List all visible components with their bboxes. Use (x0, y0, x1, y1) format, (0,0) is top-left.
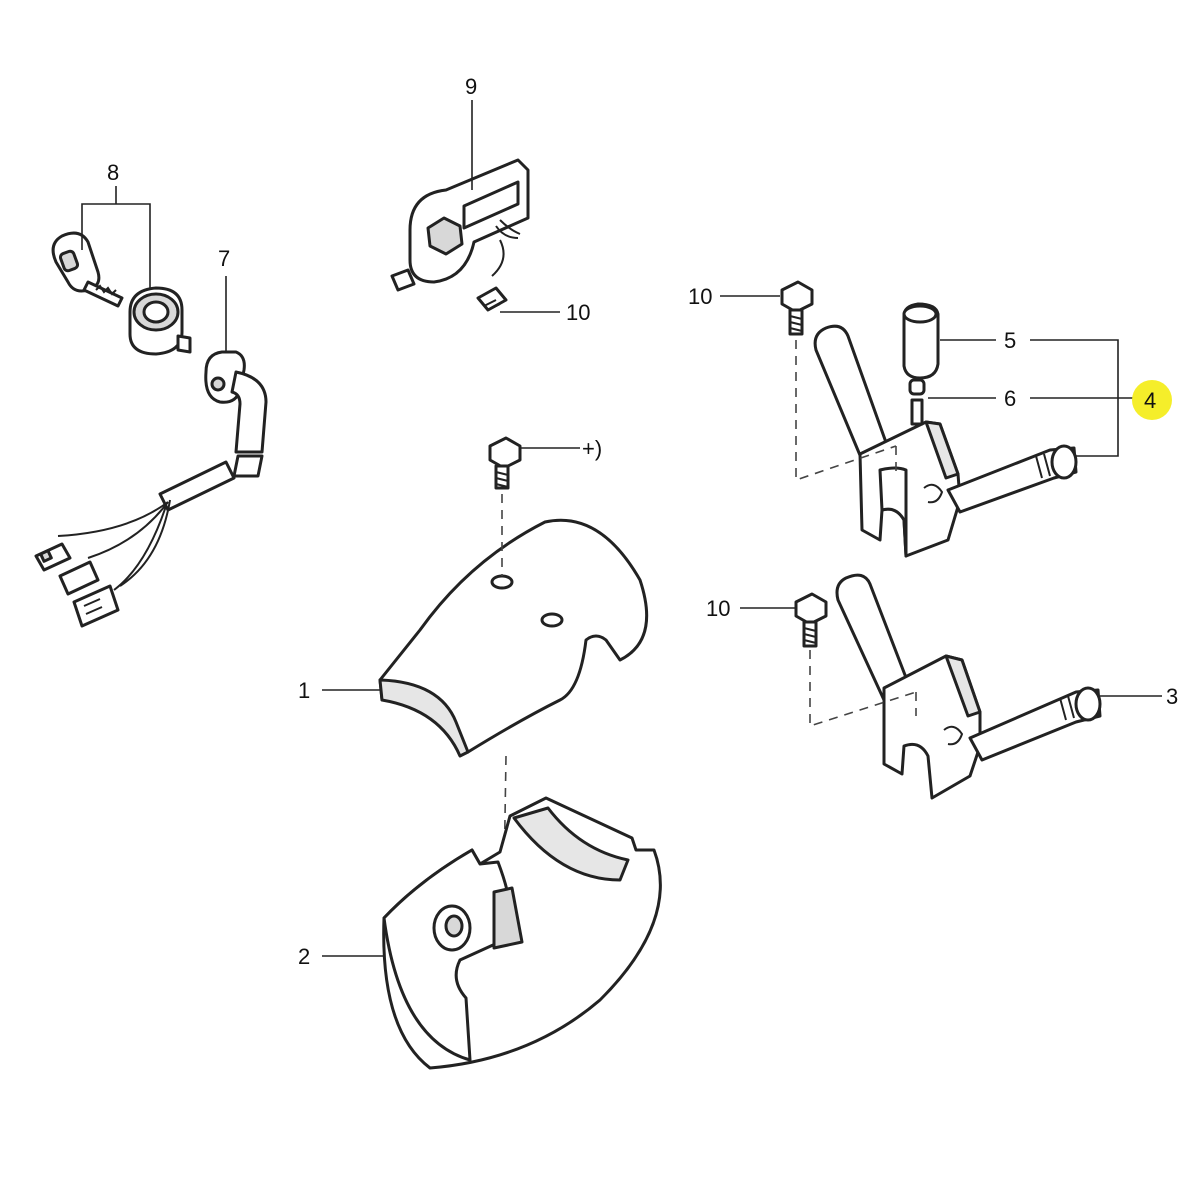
part-4-switch-assembly-upper[interactable] (720, 280, 1134, 558)
callout-4: 4 (1144, 388, 1156, 413)
part-8-key-and-lock-cylinder[interactable] (51, 186, 192, 356)
callout-10-upper-right: 10 (688, 284, 712, 309)
part-9-bracket-plate[interactable] (390, 100, 530, 292)
callout-1: 1 (298, 678, 310, 703)
callout-5: 5 (1004, 328, 1016, 353)
part-3-switch-lower[interactable] (740, 573, 1162, 800)
part-2-lower-shroud[interactable] (322, 796, 662, 1070)
callout-4-highlighted[interactable]: 4 (1132, 380, 1172, 420)
callout-note: +) (582, 436, 602, 461)
part-10-screw-top[interactable] (476, 286, 560, 313)
callout-3: 3 (1166, 684, 1178, 709)
callout-6: 6 (1004, 386, 1016, 411)
callout-10-top: 10 (566, 300, 590, 325)
part-7-wiring-harness[interactable] (34, 276, 268, 628)
part-1-upper-shroud[interactable] (322, 518, 649, 758)
callout-8: 8 (107, 160, 119, 185)
callout-10-lower-right: 10 (706, 596, 730, 621)
callout-9: 9 (465, 74, 477, 99)
callout-labels: 8 7 9 10 +) 1 2 10 5 6 10 3 (107, 74, 1178, 969)
center-screw-with-note[interactable] (488, 436, 580, 881)
highlight-marker (1132, 380, 1172, 420)
callout-7: 7 (218, 246, 230, 271)
callout-2: 2 (298, 944, 310, 969)
